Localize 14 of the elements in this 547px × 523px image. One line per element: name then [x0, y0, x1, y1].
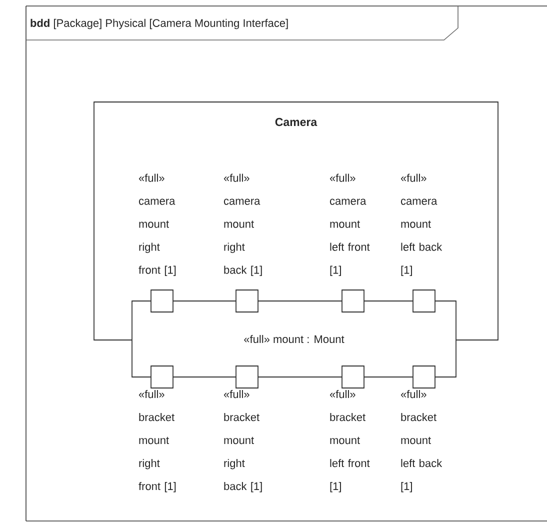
port-label: «full» bracket mount left front [1] — [330, 390, 370, 492]
port-square — [236, 366, 258, 388]
port-label: «full» bracket mount right front [1] — [138, 390, 176, 492]
port-label: «full» camera mount right front [1] — [138, 174, 176, 276]
port-label: «full» camera mount left front [1] — [330, 174, 370, 276]
port-square — [412, 366, 436, 388]
port-label: «full» camera mount left back [1] — [400, 174, 442, 276]
port-label: «full» camera mount right back [1] — [224, 174, 262, 276]
port-square — [150, 366, 174, 388]
part-box: «full» mount : Mount — [132, 300, 456, 378]
port-square — [342, 366, 364, 388]
diagram-title: bdd [Package] Physical [Camera Mounting Interface] — [26, 6, 458, 40]
port-label: «full» bracket mount left back [1] — [400, 390, 442, 492]
port-label: «full» bracket mount right back [1] — [224, 390, 262, 492]
